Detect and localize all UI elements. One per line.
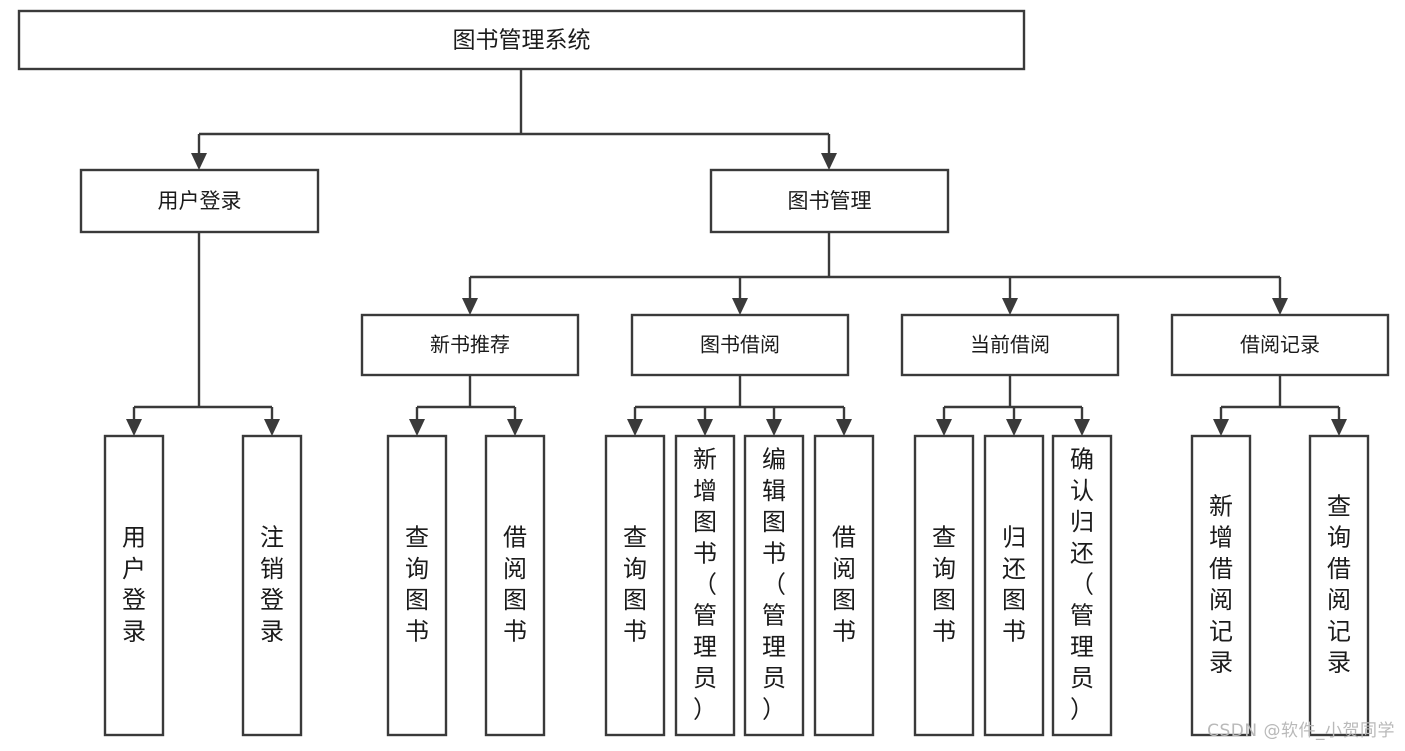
node-label-leaf-user-login: 用户登录 [122,524,146,646]
node-leaf-query-book-3[interactable]: 查询图书 [913,434,975,737]
node-box-leaf-query-record[interactable] [1308,434,1370,737]
arrow-head-icon [191,153,207,170]
node-label-leaf-query-book-2: 查询图书 [623,524,647,646]
node-leaf-edit-book[interactable]: 编辑图书（管理员） [743,434,805,737]
connector-conn-borrow-to-leaves [627,375,852,436]
node-box-leaf-add-record[interactable] [1190,434,1252,737]
node-leaf-return-book[interactable]: 归还图书 [983,434,1045,737]
node-label-book-manage: 图书管理 [788,189,872,213]
arrow-head-icon [126,419,142,436]
node-box-current-borrow[interactable] [900,313,1120,377]
arrow-head-icon [1213,419,1229,436]
node-box-leaf-query-book-2[interactable] [604,434,666,737]
node-label-root: 图书管理系统 [453,28,591,54]
node-box-leaf-confirm-return[interactable] [1051,434,1113,737]
node-label-current-borrow: 当前借阅 [970,333,1050,357]
node-leaf-user-login[interactable]: 用户登录 [103,434,165,737]
connector-conn-userlogin-to-leaves [126,232,280,436]
node-box-leaf-add-book[interactable] [674,434,736,737]
node-label-leaf-query-book-3: 查询图书 [932,524,956,646]
node-box-leaf-user-login[interactable] [103,434,165,737]
node-label-leaf-return-book: 归还图书 [1002,524,1026,646]
node-leaf-query-book-1[interactable]: 查询图书 [386,434,448,737]
node-label-leaf-query-record: 查询借阅记录 [1327,493,1351,677]
connector-conn-recommend-to-leaves [409,375,523,436]
arrow-head-icon [1074,419,1090,436]
node-box-root[interactable] [17,9,1026,71]
node-box-leaf-borrow-book-1[interactable] [484,434,546,737]
connector-conn-root-to-level2 [191,69,837,170]
arrow-head-icon [627,419,643,436]
node-new-book-recommend[interactable]: 新书推荐 [360,313,580,377]
node-leaf-query-book-2[interactable]: 查询图书 [604,434,666,737]
connector-conn-current-to-leaves [936,375,1090,436]
node-book-manage[interactable]: 图书管理 [709,168,950,234]
node-label-leaf-add-record: 新增借阅记录 [1209,493,1233,677]
node-box-leaf-query-book-3[interactable] [913,434,975,737]
connector-conn-record-to-leaves [1213,375,1347,436]
node-label-leaf-logout-login: 注销登录 [260,524,284,646]
node-user-login[interactable]: 用户登录 [79,168,320,234]
arrow-head-icon [732,298,748,315]
arrow-head-icon [836,419,852,436]
node-label-leaf-edit-book: 编辑图书（管理员） [762,446,786,724]
node-label-user-login: 用户登录 [158,189,242,213]
arrow-head-icon [409,419,425,436]
node-leaf-logout-login[interactable]: 注销登录 [241,434,303,737]
node-leaf-query-record[interactable]: 查询借阅记录 [1308,434,1370,737]
node-label-leaf-borrow-book-1: 借阅图书 [503,524,527,646]
node-label-leaf-borrow-book-2: 借阅图书 [832,524,856,646]
node-book-borrow[interactable]: 图书借阅 [630,313,850,377]
node-current-borrow[interactable]: 当前借阅 [900,313,1120,377]
node-leaf-add-book[interactable]: 新增图书（管理员） [674,434,736,737]
arrow-head-icon [766,419,782,436]
node-root[interactable]: 图书管理系统 [17,9,1026,71]
node-leaf-borrow-book-2[interactable]: 借阅图书 [813,434,875,737]
node-box-leaf-borrow-book-2[interactable] [813,434,875,737]
arrow-head-icon [1002,298,1018,315]
node-leaf-add-record[interactable]: 新增借阅记录 [1190,434,1252,737]
node-box-borrow-record[interactable] [1170,313,1390,377]
connector-conn-booksmanage-to-level3 [462,232,1288,315]
node-label-leaf-add-book: 新增图书（管理员） [693,446,717,724]
arrow-head-icon [1006,419,1022,436]
node-label-leaf-query-book-1: 查询图书 [405,524,429,646]
node-box-user-login[interactable] [79,168,320,234]
node-leaf-borrow-book-1[interactable]: 借阅图书 [484,434,546,737]
arrow-head-icon [1331,419,1347,436]
node-box-leaf-query-book-1[interactable] [386,434,448,737]
node-box-book-manage[interactable] [709,168,950,234]
node-box-leaf-logout-login[interactable] [241,434,303,737]
arrow-head-icon [697,419,713,436]
arrow-head-icon [1272,298,1288,315]
node-box-leaf-return-book[interactable] [983,434,1045,737]
node-box-book-borrow[interactable] [630,313,850,377]
arrow-head-icon [462,298,478,315]
node-label-borrow-record: 借阅记录 [1240,333,1320,357]
node-borrow-record[interactable]: 借阅记录 [1170,313,1390,377]
arrow-head-icon [507,419,523,436]
node-box-new-book-recommend[interactable] [360,313,580,377]
node-leaf-confirm-return[interactable]: 确认归还（管理员） [1051,434,1113,737]
node-box-leaf-edit-book[interactable] [743,434,805,737]
arrow-head-icon [936,419,952,436]
arrow-head-icon [264,419,280,436]
arrow-head-icon [821,153,837,170]
node-label-leaf-confirm-return: 确认归还（管理员） [1070,446,1094,724]
node-label-new-book-recommend: 新书推荐 [430,333,510,357]
node-label-book-borrow: 图书借阅 [700,333,780,357]
